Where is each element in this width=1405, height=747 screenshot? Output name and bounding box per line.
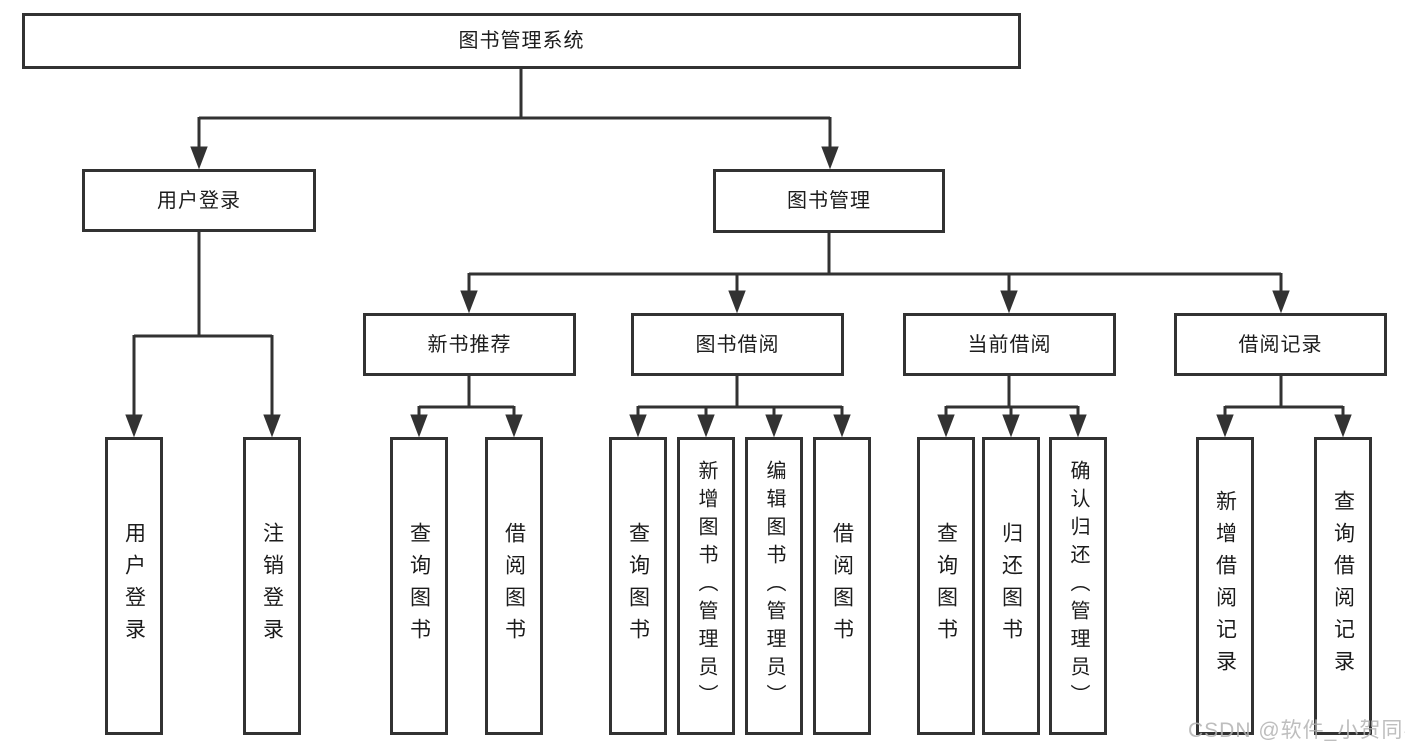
node-book-borrowing: 图书借阅: [631, 313, 844, 376]
leaf-borrow-books-1: 借阅图书: [485, 437, 543, 735]
node-current-borrowing: 当前借阅: [903, 313, 1116, 376]
node-library-management-system: 图书管理系统: [22, 13, 1021, 69]
watermark: CSDN @软件_小贺同学: [1188, 719, 1405, 742]
leaf-query-borrow-record: 查询借阅记录: [1314, 437, 1372, 735]
leaf-query-books-3: 查询图书: [917, 437, 975, 735]
node-borrowing-records: 借阅记录: [1174, 313, 1387, 376]
node-user-login: 用户登录: [82, 169, 316, 232]
leaf-add-book-admin: 新增图书（管理员）: [677, 437, 735, 735]
leaf-return-book: 归还图书: [982, 437, 1040, 735]
leaf-add-borrow-record: 新增借阅记录: [1196, 437, 1254, 735]
leaf-borrow-books-2: 借阅图书: [813, 437, 871, 735]
leaf-confirm-return-admin: 确认归还（管理员）: [1049, 437, 1107, 735]
leaf-query-books-1: 查询图书: [390, 437, 448, 735]
leaf-edit-book-admin: 编辑图书（管理员）: [745, 437, 803, 735]
leaf-user-login: 用户登录: [105, 437, 163, 735]
leaf-query-books-2: 查询图书: [609, 437, 667, 735]
leaf-logout: 注销登录: [243, 437, 301, 735]
node-new-book-recommendation: 新书推荐: [363, 313, 576, 376]
node-book-management: 图书管理: [713, 169, 945, 233]
